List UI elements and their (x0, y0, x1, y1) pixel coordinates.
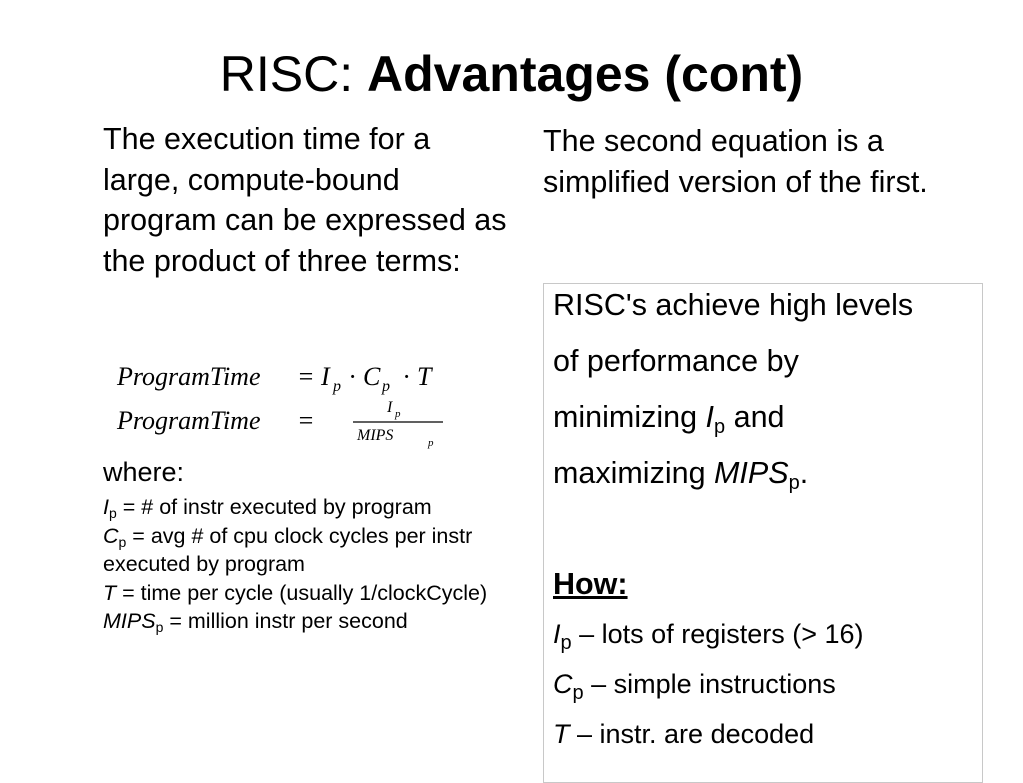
def-mips-text: = million instr per second (163, 609, 408, 633)
equations: ProgramTime = I p · C p · T ProgramTime … (116, 356, 517, 449)
how-item-t-symbol: T (553, 719, 570, 749)
def-ip: Ip = # of instr executed by program (103, 493, 523, 522)
box-line-2: of performance by (553, 344, 799, 378)
def-cp-text: = avg # of cpu clock cycles per instr ex… (103, 523, 473, 577)
right-intro-text: The second equation is a simplified vers… (543, 124, 928, 199)
how-item-ip-symbol: I (553, 619, 561, 649)
eq2-lhs: ProgramTime (116, 406, 261, 435)
eq1-t: T (417, 362, 433, 391)
box-line-4: maximizing MIPSp. (553, 455, 973, 494)
def-cp-symbol: C (103, 523, 119, 548)
eq2-den-sub: p (427, 437, 434, 449)
box-line-3: minimizing Ip and (553, 399, 973, 438)
slide-title: RISC: Advantages (cont) (0, 42, 1023, 106)
how-item-ip-text: – lots of registers (> 16) (571, 619, 864, 649)
box-line-3-sub: p (714, 416, 726, 438)
box-line-4-pre: maximizing (553, 456, 715, 490)
eq2-num-sub: p (394, 408, 401, 420)
eq1-dot2: · (403, 362, 410, 391)
def-t: T = time per cycle (usually 1/clockCycle… (103, 579, 523, 608)
equation-2: ProgramTime = I p MIPS p (116, 399, 443, 449)
eq1-c: C (363, 362, 381, 391)
how-item-ip-sub: p (560, 632, 572, 654)
eq1-i-sub: p (332, 378, 341, 395)
definitions-list: Ip = # of instr executed by program Cp =… (103, 493, 523, 636)
equation-1: ProgramTime = I p · C p · T (116, 362, 433, 395)
where-label: where: (103, 457, 185, 487)
eq2-num: I (386, 399, 393, 416)
def-mips: MIPSp = million instr per second (103, 607, 523, 636)
eq1-lhs: ProgramTime (116, 362, 261, 391)
title-bold: Advantages (cont) (367, 46, 804, 102)
left-column: The execution time for a large, compute-… (103, 119, 513, 281)
how-item-cp-sub: p (572, 682, 584, 704)
def-ip-text: = # of instr executed by program (116, 495, 432, 519)
box-line-3-pre: minimizing (553, 400, 706, 434)
def-cp: Cp = avg # of cpu clock cycles per instr… (103, 522, 523, 579)
box-line-3-symbol: I (705, 400, 715, 434)
how-heading: How: (553, 567, 628, 601)
summary-box: RISC's achieve high levels of performanc… (543, 283, 983, 783)
def-t-symbol: T (103, 580, 117, 605)
how-item-ip: Ip – lots of registers (> 16) (553, 616, 973, 653)
eq2-equals: = (297, 406, 315, 435)
box-line-1: RISC's achieve high levels (553, 288, 914, 322)
box-line-4-post: . (799, 456, 809, 490)
def-mips-symbol: MIPS (103, 609, 156, 633)
def-ip-symbol: I (103, 495, 109, 519)
left-intro-text: The execution time for a large, compute-… (103, 122, 507, 278)
box-line-4-sub: p (788, 472, 800, 494)
def-cp-sub: p (118, 533, 127, 550)
eq1-equals: = (297, 362, 315, 391)
equation-svg: ProgramTime = I p · C p · T ProgramTime … (116, 362, 443, 449)
def-t-text: = time per cycle (usually 1/clockCycle) (116, 580, 488, 605)
eq2-den: MIPS (356, 427, 393, 444)
how-item-cp-text: – simple instructions (583, 669, 836, 699)
how-item-t-text: – instr. are decoded (569, 719, 815, 749)
box-line-4-symbol: MIPS (714, 456, 789, 490)
def-mips-sub: p (155, 619, 164, 635)
def-ip-sub: p (108, 505, 117, 521)
eq1-c-sub: p (381, 378, 390, 395)
eq1-i: I (320, 362, 331, 391)
box-line-3-post: and (725, 400, 785, 434)
title-plain: RISC: (219, 46, 368, 102)
how-item-cp: Cp – simple instructions (553, 666, 973, 703)
eq1-dot1: · (349, 362, 356, 391)
how-item-t: T – instr. are decoded (553, 716, 973, 753)
how-item-cp-symbol: C (553, 669, 573, 699)
